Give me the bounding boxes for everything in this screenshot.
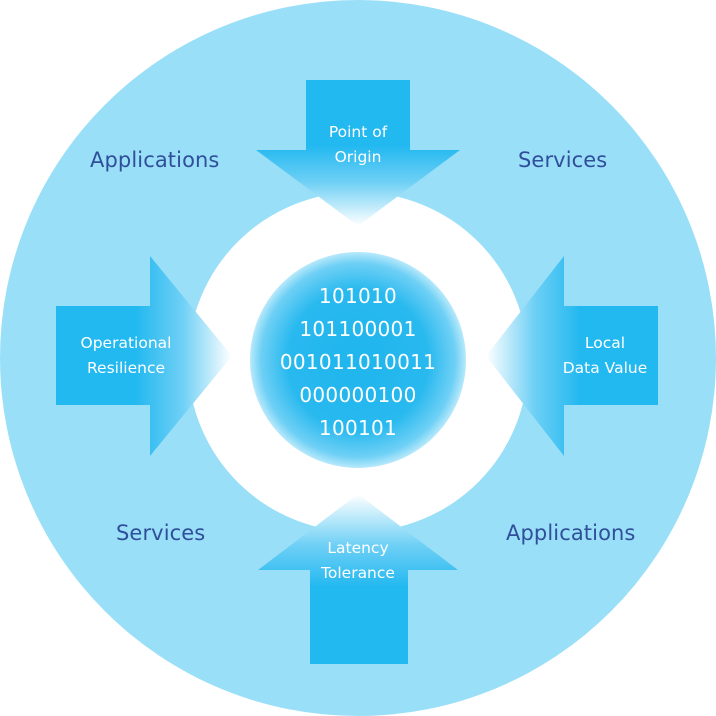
arrow-label-top: Point of Origin [298, 120, 418, 170]
arrow-top-point-of-origin [256, 80, 460, 226]
binary-core-text: 101010 101100001 001011010011 000000100 … [258, 280, 458, 445]
arrow-label-left: Operational Resilience [56, 331, 196, 381]
arrow-label-line: Local [584, 334, 626, 352]
arrow-label-bottom: Latency Tolerance [298, 536, 418, 586]
arrow-label-line: Tolerance [321, 564, 395, 582]
binary-line: 101010 [318, 284, 398, 308]
binary-line: 100101 [318, 416, 398, 440]
ring-label-applications-bottom-right: Applications [506, 521, 636, 545]
arrow-left-operational-resilience [56, 256, 232, 456]
arrow-right-local-data-value [486, 256, 658, 456]
binary-line: 000000100 [299, 383, 417, 407]
arrow-label-right: Local Data Value [540, 331, 670, 381]
arrow-label-line: Origin [334, 148, 382, 166]
arrow-bottom-latency-tolerance [258, 494, 458, 664]
binary-line: 101100001 [299, 317, 417, 341]
arrow-label-line: Operational [80, 334, 172, 352]
binary-core-circle [250, 252, 466, 468]
arrow-label-line: Resilience [86, 359, 166, 377]
arrow-label-line: Data Value [562, 359, 648, 377]
arrow-label-line: Point of [328, 123, 388, 141]
ring-label-applications-top-left: Applications [90, 148, 220, 172]
ring-label-services-top-right: Services [518, 148, 608, 172]
arrow-label-line: Latency [327, 539, 389, 557]
binary-line: 001011010011 [279, 350, 437, 374]
ring-label-services-bottom-left: Services [116, 521, 206, 545]
